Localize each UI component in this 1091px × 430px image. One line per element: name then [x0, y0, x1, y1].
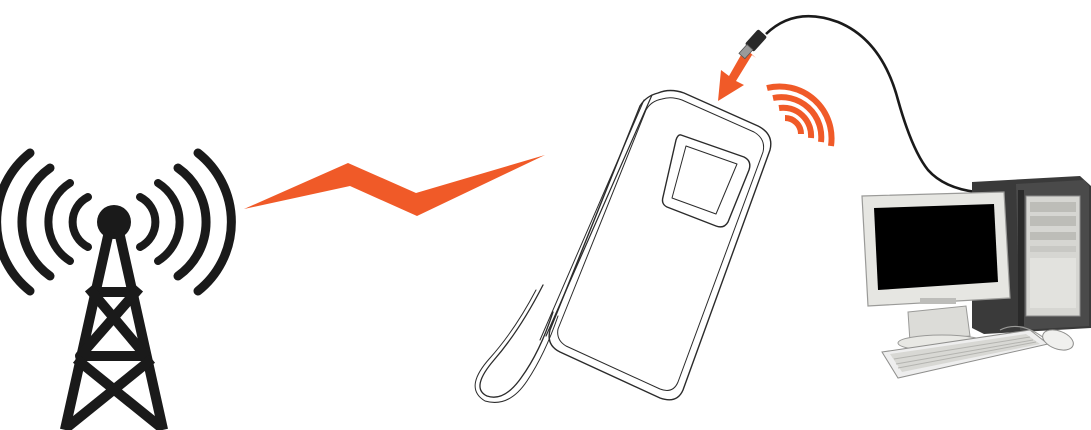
mobile-hotspot-device-icon — [475, 91, 771, 403]
lightning-signal-icon — [244, 155, 545, 216]
insert-arrow-icon — [718, 48, 756, 101]
cell-tower-icon — [0, 153, 231, 425]
wifi-waves-icon — [767, 86, 832, 146]
desktop-computer-icon — [862, 176, 1091, 378]
usb-cable-icon — [737, 16, 976, 192]
